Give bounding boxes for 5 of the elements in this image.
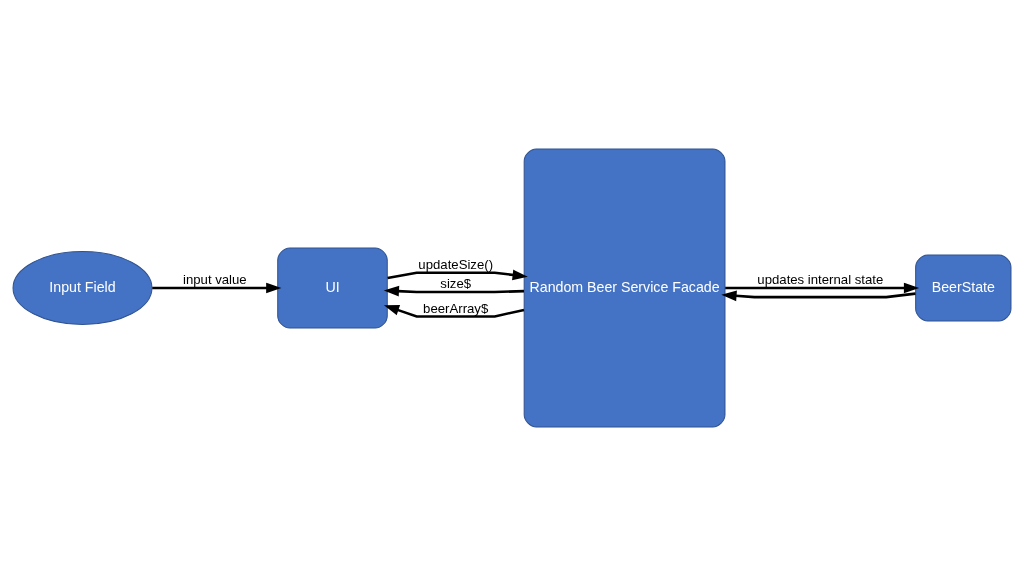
edge-label: updates internal state <box>757 272 884 288</box>
edge-label: input value <box>182 272 247 288</box>
edge-label: size$ <box>440 276 472 292</box>
edge-label: beerArray$ <box>423 300 489 316</box>
edge-label: updateSize() <box>418 257 494 273</box>
